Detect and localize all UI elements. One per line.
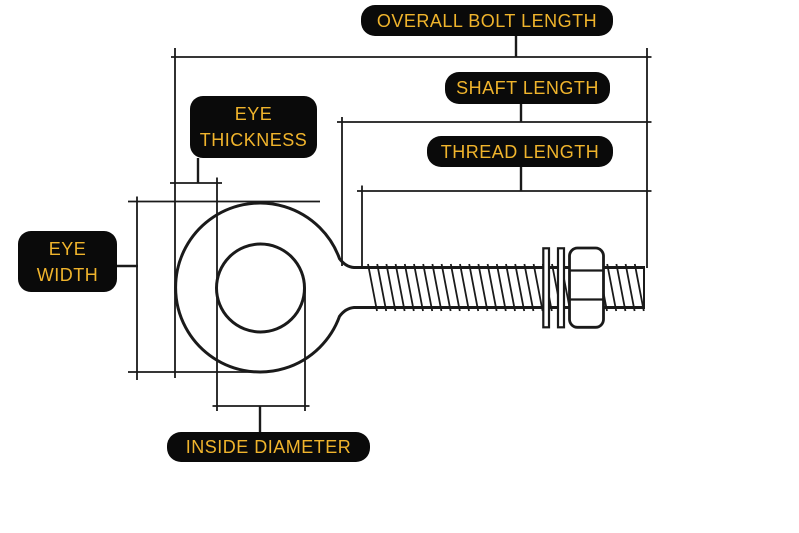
inside-diameter-label: INSIDE DIAMETER <box>167 432 370 462</box>
eye-thickness-label: EYE THICKNESS <box>190 96 317 158</box>
shaft-length-label: SHAFT LENGTH <box>445 72 610 104</box>
washer-2 <box>556 247 566 329</box>
dimension-lines <box>128 48 652 411</box>
eye-inner-circle <box>215 242 306 334</box>
eye-bolt-drawing <box>174 201 645 374</box>
hex-nut <box>568 246 605 329</box>
eye-width-label: EYE WIDTH <box>18 231 117 292</box>
thread-length-label: THREAD LENGTH <box>427 136 613 167</box>
overall-bolt-length-label: OVERALL BOLT LENGTH <box>361 5 613 36</box>
washer-1 <box>542 247 551 329</box>
label-connectors <box>115 36 523 432</box>
